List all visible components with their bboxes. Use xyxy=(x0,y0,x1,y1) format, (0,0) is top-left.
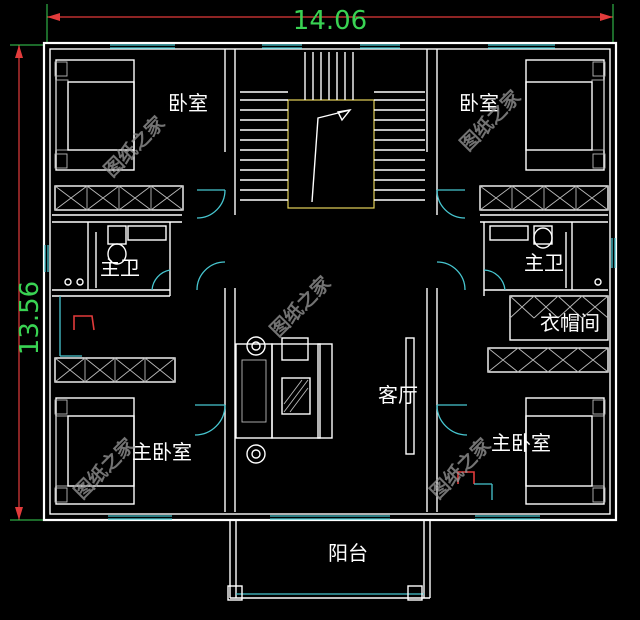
wardrobe-bottom-left xyxy=(54,357,176,383)
room-label-bedroom-top-right: 卧室 xyxy=(459,91,499,115)
bed-top-left xyxy=(54,59,135,171)
room-label-master-bedroom-left: 主卧室 xyxy=(132,440,192,464)
living-room-furniture xyxy=(235,336,415,464)
staircase xyxy=(240,52,425,209)
room-label-closet-right: 衣帽间 xyxy=(540,311,600,335)
dimension-width: 14.06 xyxy=(293,6,367,36)
watermark: 图纸之家 xyxy=(265,271,336,342)
bed-bottom-left xyxy=(54,397,135,505)
dimension-height: 13.56 xyxy=(15,281,45,355)
room-label-bath-right: 主卫 xyxy=(524,251,564,275)
room-label-living-room: 客厅 xyxy=(378,383,418,407)
room-label-bath-left: 主卫 xyxy=(100,256,140,280)
room-label-balcony: 阳台 xyxy=(328,541,368,565)
doors xyxy=(151,189,506,436)
watermark: 图纸之家 xyxy=(425,433,496,504)
interior-walls xyxy=(52,49,608,512)
room-label-bedroom-top-left: 卧室 xyxy=(168,91,208,115)
wardrobe-top-left xyxy=(54,185,184,211)
outer-walls xyxy=(42,41,618,522)
bed-bottom-right xyxy=(525,397,606,505)
wardrobe-top-right xyxy=(479,185,609,211)
closet-cabinets-right xyxy=(487,295,609,373)
bathroom-fixtures-right xyxy=(489,225,602,288)
balcony-walls xyxy=(227,520,431,601)
bed-top-right xyxy=(525,59,606,171)
bathroom-fixtures-left xyxy=(64,225,167,288)
room-label-master-bedroom-right: 主卧室 xyxy=(491,431,551,455)
windows xyxy=(44,44,616,520)
dimension-lines xyxy=(10,4,614,521)
pipe-marks xyxy=(59,296,493,500)
watermark: 图纸之家 xyxy=(69,433,140,504)
